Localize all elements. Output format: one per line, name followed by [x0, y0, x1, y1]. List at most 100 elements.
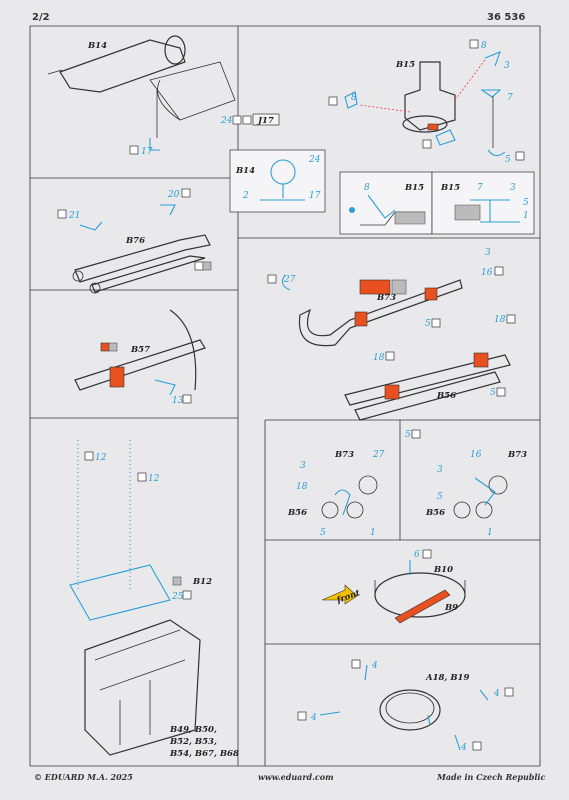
detail-label-b15-b: B15	[440, 183, 460, 193]
num-16: 16	[481, 268, 493, 278]
num-12-b: 12	[148, 474, 160, 484]
num-8-left: 8	[351, 93, 357, 103]
detail-num-3-b: 3	[437, 465, 443, 475]
num-4-c: 4	[310, 713, 317, 723]
num-27: 27	[283, 275, 296, 285]
checkbox-8-left[interactable]	[328, 96, 338, 106]
num-24: 24	[220, 116, 233, 126]
detail-num-1-a: 1	[370, 528, 376, 538]
detail-label-b14: B14	[235, 166, 255, 176]
checkbox-5[interactable]	[515, 151, 525, 161]
num-8-top: 8	[481, 41, 487, 51]
checkbox-21[interactable]	[57, 209, 67, 219]
checkbox-12-a[interactable]	[84, 451, 94, 461]
b57-assembly: B57 13	[74, 309, 206, 406]
num-4-a: 4	[371, 661, 378, 671]
label-a18-b19: A18, B19	[425, 673, 469, 683]
label-j17: J17	[256, 116, 274, 126]
checkbox-4-a[interactable]	[351, 659, 361, 669]
checkbox-5-b73[interactable]	[431, 318, 441, 328]
checkbox-b15-base[interactable]	[422, 139, 432, 149]
b76-assembly: B76 20 21	[57, 188, 212, 294]
a18-b19-assembly: A18, B19 4 4 4 4	[297, 659, 514, 753]
detail-num-16: 16	[470, 450, 482, 460]
checkbox-27[interactable]	[267, 274, 277, 284]
b10-b9-assembly: B10 B9 6 front	[321, 549, 466, 624]
b73-b56-details: B73 27 3 18 B56 5 1 B73 16 3 5 B56 1	[287, 450, 527, 538]
checkbox-4-c[interactable]	[297, 711, 307, 721]
label-front: front	[335, 588, 362, 606]
detail-num-27: 27	[372, 450, 385, 460]
panel-frames	[29, 25, 541, 767]
checkbox-17[interactable]	[129, 145, 139, 155]
num-3-top: 3	[504, 61, 510, 71]
num-17: 17	[141, 147, 153, 157]
label-b56: B56	[436, 391, 456, 401]
num-5-b73: 5	[425, 319, 431, 329]
b73-b56-assembly: B73 27 B56 18 18 16 3 5 5 5	[267, 248, 516, 440]
checkbox-18-a[interactable]	[385, 351, 395, 361]
num-20: 20	[167, 190, 180, 200]
checkbox-b14[interactable]	[232, 115, 242, 125]
checkbox-5-b56[interactable]	[496, 387, 506, 397]
detail-num-24: 24	[308, 155, 321, 165]
label-b9: B9	[444, 603, 458, 613]
num-13: 13	[172, 396, 184, 406]
num-5-b15: 5	[505, 155, 511, 165]
checkbox-4-b[interactable]	[504, 687, 514, 697]
checkbox-6[interactable]	[422, 549, 432, 559]
b14-detail: B14 24 2 17	[229, 149, 326, 213]
num-18-a: 18	[373, 353, 385, 363]
detail-num-1: 1	[523, 211, 529, 221]
detail-num-5-a: 5	[320, 528, 326, 538]
label-b57: B57	[130, 345, 150, 355]
checkbox-8[interactable]	[469, 39, 479, 49]
label-b49-line1: B49, B50,	[169, 725, 217, 735]
checkbox-13[interactable]	[182, 394, 192, 404]
front-arrow-icon	[321, 584, 358, 605]
checkbox-18-b[interactable]	[506, 314, 516, 324]
kit-code: 36 536	[487, 12, 526, 23]
b12-assembly: 12 12 B12 25 B49, B50, B52, B53, B54, B6…	[69, 440, 239, 759]
num-6: 6	[414, 550, 420, 560]
label-b15: B15	[395, 60, 415, 70]
checkbox-12-b[interactable]	[137, 472, 147, 482]
label-b73: B73	[376, 293, 396, 303]
detail-b73-b: B73	[507, 450, 527, 460]
checkbox-25[interactable]	[182, 590, 192, 600]
checkbox-b14-alt[interactable]	[242, 115, 252, 125]
detail-num-18: 18	[296, 482, 308, 492]
label-b10: B10	[433, 565, 453, 575]
label-b76: B76	[125, 236, 145, 246]
detail-label-b15-a: B15	[404, 183, 424, 193]
detail-num-3: 3	[510, 183, 516, 193]
footer-origin: Made in Czech Republic	[437, 772, 546, 782]
label-b49-line2: B52, B53,	[169, 737, 217, 747]
detail-num-3-a: 3	[300, 461, 306, 471]
footer-website: www.eduard.com	[258, 772, 334, 782]
b15-details: 8 B15 B15 7 3 5 1	[339, 171, 535, 235]
detail-b73-a: B73	[334, 450, 354, 460]
num-4-d: 4	[460, 743, 467, 753]
num-4-b: 4	[493, 689, 500, 699]
num-3-b73: 3	[485, 248, 491, 258]
checkbox-16[interactable]	[494, 266, 504, 276]
checkbox-b76[interactable]	[194, 261, 204, 271]
detail-num-5: 5	[523, 198, 529, 208]
label-b12: B12	[192, 577, 212, 587]
b14-assembly: B14 24 J17 17	[47, 35, 280, 157]
num-21: 21	[68, 211, 80, 221]
checkbox-4-d[interactable]	[472, 741, 482, 751]
page-number: 2/2	[32, 12, 50, 23]
checkbox-5-lower[interactable]	[411, 429, 421, 439]
label-b14: B14	[87, 41, 107, 51]
detail-num-17: 17	[309, 191, 321, 201]
detail-b56-a: B56	[287, 508, 307, 518]
detail-b56-b: B56	[425, 508, 445, 518]
num-5-b56: 5	[490, 388, 496, 398]
checkbox-20[interactable]	[181, 188, 191, 198]
num-5-lower: 5	[405, 430, 411, 440]
detail-num-5-b: 5	[437, 492, 443, 502]
footer-copyright: © EDUARD M.A. 2025	[34, 772, 133, 782]
